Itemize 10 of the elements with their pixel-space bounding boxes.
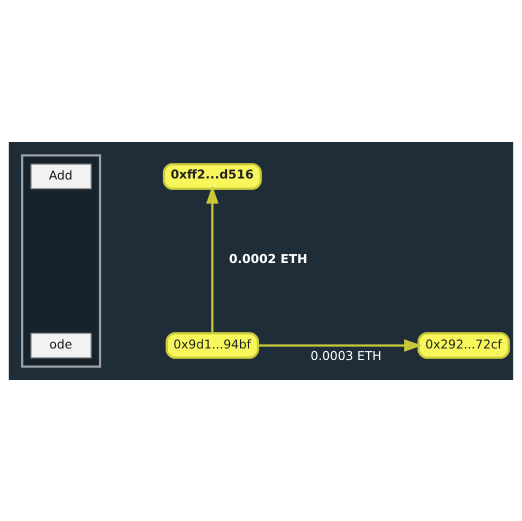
edge-label: 0.0003 ETH [310,348,382,362]
edge-label: 0.0002 ETH [229,252,308,266]
cluster [21,154,102,368]
node-box: 0xff2...d516 [162,162,262,190]
node-box: 0x9d1...94bf [166,332,260,358]
node-box: Add [30,163,92,189]
arrow [206,185,219,332]
node-box: 0x292...72cf [418,332,510,358]
node-box: ode [30,332,92,358]
arrow [258,338,422,352]
